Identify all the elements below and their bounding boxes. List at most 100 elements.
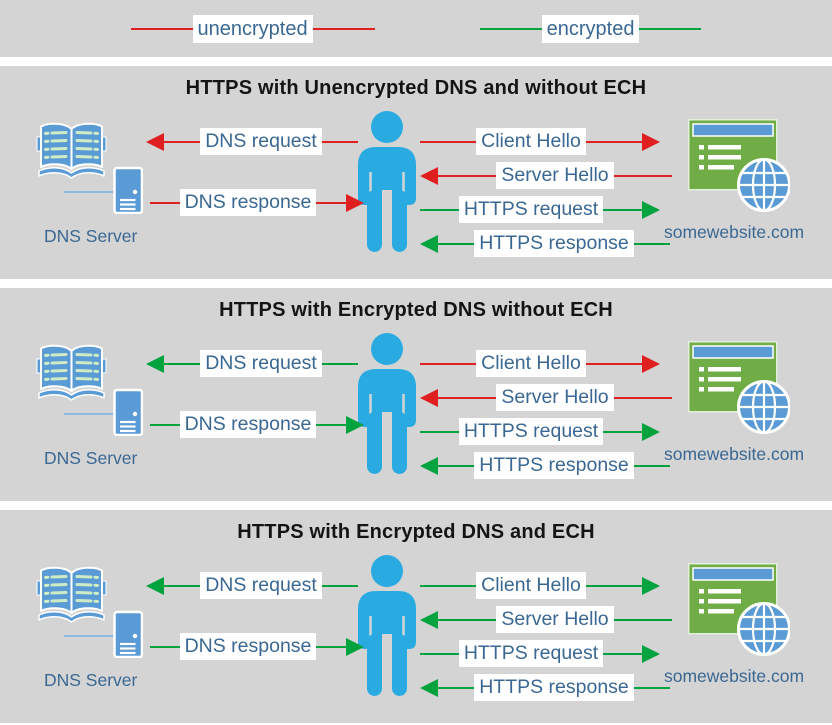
- arrow-dns-response: DNS response: [150, 411, 364, 438]
- arrow-line: [438, 242, 475, 245]
- arrow-line: [585, 584, 642, 587]
- arrowhead-left-icon: [420, 166, 438, 185]
- arrow-line: [613, 618, 673, 621]
- arrow-https-request: HTTPS request: [420, 196, 661, 223]
- website-caption: somewebsite.com: [664, 222, 805, 242]
- user-person-icon: [350, 332, 424, 474]
- panel-encrypted-dns-no-ech: HTTPS with Encrypted DNS without ECH DNS…: [0, 288, 832, 501]
- arrowhead-left-icon: [420, 388, 438, 407]
- panel-unencrypted-dns-no-ech: HTTPS with Unencrypted DNS and without E…: [0, 66, 832, 279]
- arrow-dns-response: DNS response: [150, 633, 364, 660]
- dns-server-caption: DNS Server: [44, 670, 138, 690]
- arrow-line: [150, 645, 180, 648]
- arrow-client-hello: Client Hello: [420, 572, 660, 599]
- arrow-label: HTTPS response: [474, 452, 634, 479]
- arrow-label: DNS request: [200, 350, 322, 377]
- panel-encrypted-dns-and-ech: HTTPS with Encrypted DNS and ECH DNS Ser…: [0, 510, 832, 723]
- website-icon: [688, 563, 790, 657]
- arrow-line: [321, 362, 359, 365]
- arrowhead-right-icon: [346, 415, 364, 434]
- arrow-label: Client Hello: [476, 572, 586, 599]
- arrow-line: [633, 242, 670, 245]
- arrow-line: [316, 423, 346, 426]
- panel-title: HTTPS with Encrypted DNS without ECH: [219, 299, 613, 321]
- dns-server-caption: DNS Server: [44, 226, 138, 246]
- arrowhead-right-icon: [346, 193, 364, 212]
- unencrypted-line-icon: [130, 27, 193, 30]
- arrow-label: DNS response: [179, 189, 317, 216]
- arrow-line: [438, 686, 475, 689]
- arrow-line: [420, 140, 477, 143]
- website-icon: [688, 341, 790, 435]
- arrow-label: Server Hello: [496, 384, 614, 411]
- user-person-icon: [350, 554, 424, 696]
- website-caption: somewebsite.com: [664, 444, 805, 464]
- arrowhead-left-icon: [420, 456, 438, 475]
- arrowhead-right-icon: [642, 200, 661, 219]
- arrow-line: [164, 140, 201, 143]
- arrow-https-request: HTTPS request: [420, 418, 661, 445]
- arrowhead-right-icon: [642, 576, 660, 595]
- arrow-line: [438, 174, 497, 177]
- arrow-label: DNS response: [179, 633, 317, 660]
- arrow-label: HTTPS request: [458, 196, 604, 223]
- dns-server-caption: DNS Server: [44, 448, 138, 468]
- arrow-label: Server Hello: [496, 162, 614, 189]
- arrow-line: [420, 652, 459, 655]
- website-caption: somewebsite.com: [664, 666, 805, 686]
- arrow-line: [420, 362, 477, 365]
- arrow-line: [613, 396, 673, 399]
- arrow-dns-request: DNS request: [146, 350, 359, 377]
- legend-item-unencrypted: unencrypted: [130, 14, 375, 43]
- arrowhead-left-icon: [146, 576, 164, 595]
- arrow-label: HTTPS request: [458, 640, 604, 667]
- arrow-line: [164, 362, 201, 365]
- arrow-server-hello: Server Hello: [420, 606, 673, 633]
- arrow-line: [150, 201, 180, 204]
- arrow-line: [585, 362, 642, 365]
- arrow-line: [316, 201, 346, 204]
- arrowhead-right-icon: [642, 644, 661, 663]
- arrow-label: HTTPS response: [474, 230, 634, 257]
- legend-bar: unencrypted encrypted: [0, 0, 832, 57]
- arrowhead-right-icon: [642, 354, 660, 373]
- legend-label-encrypted: encrypted: [541, 14, 640, 43]
- panel-title: HTTPS with Unencrypted DNS and without E…: [185, 77, 647, 99]
- dns-server-icon: [36, 564, 143, 658]
- arrowhead-right-icon: [642, 132, 660, 151]
- unencrypted-line-icon: [312, 27, 375, 30]
- arrowhead-left-icon: [420, 678, 438, 697]
- arrow-dns-request: DNS request: [146, 128, 359, 155]
- arrow-server-hello: Server Hello: [420, 162, 673, 189]
- arrow-https-response: HTTPS response: [420, 452, 670, 479]
- arrow-dns-request: DNS request: [146, 572, 359, 599]
- arrowhead-right-icon: [346, 637, 364, 656]
- arrow-line: [420, 584, 477, 587]
- arrow-line: [438, 464, 475, 467]
- arrow-line: [603, 208, 643, 211]
- arrow-server-hello: Server Hello: [420, 384, 673, 411]
- arrow-line: [420, 430, 459, 433]
- arrowhead-left-icon: [146, 132, 164, 151]
- dns-server-icon: [36, 342, 143, 436]
- arrow-https-response: HTTPS response: [420, 230, 670, 257]
- arrow-label: DNS request: [200, 128, 322, 155]
- encrypted-line-icon: [639, 27, 702, 30]
- arrow-label: DNS response: [179, 411, 317, 438]
- arrow-https-response: HTTPS response: [420, 674, 670, 701]
- arrow-line: [164, 584, 201, 587]
- arrow-dns-response: DNS response: [150, 189, 364, 216]
- arrow-line: [316, 645, 346, 648]
- arrow-label: HTTPS response: [474, 674, 634, 701]
- arrow-label: HTTPS request: [458, 418, 604, 445]
- arrow-line: [321, 140, 359, 143]
- arrow-label: Client Hello: [476, 128, 586, 155]
- website-icon: [688, 119, 790, 213]
- arrow-line: [150, 423, 180, 426]
- arrow-https-request: HTTPS request: [420, 640, 661, 667]
- arrow-label: Server Hello: [496, 606, 614, 633]
- arrow-line: [633, 686, 670, 689]
- arrowhead-left-icon: [420, 610, 438, 629]
- arrow-line: [420, 208, 459, 211]
- legend-label-unencrypted: unencrypted: [192, 14, 313, 43]
